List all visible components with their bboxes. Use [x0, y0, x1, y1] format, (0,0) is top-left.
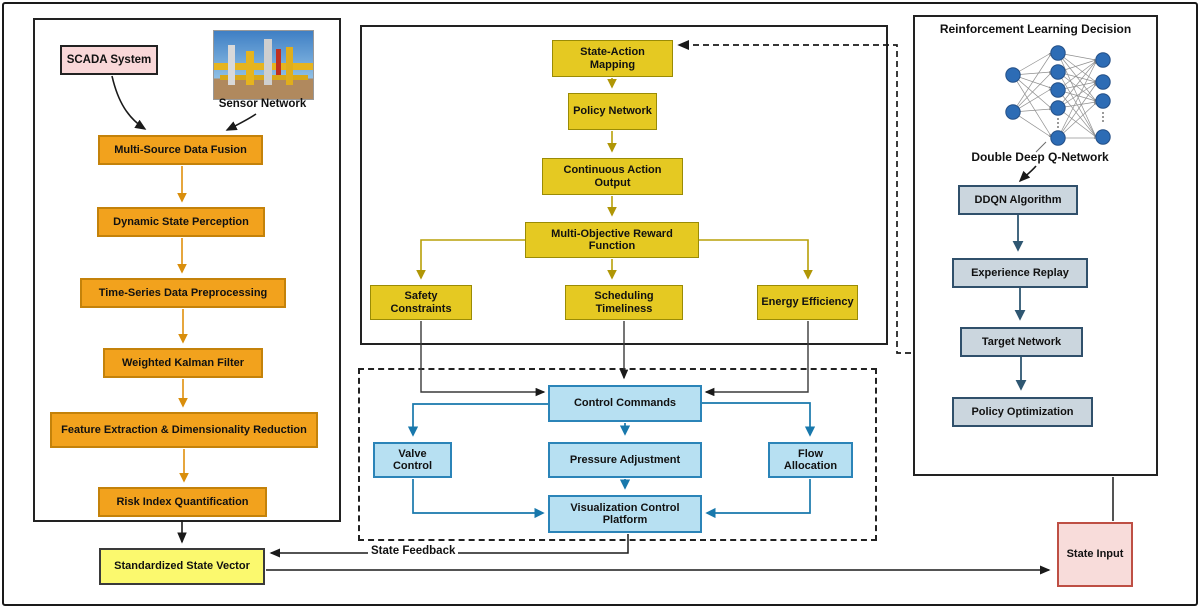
state-action-mapping-box: State-Action Mapping — [552, 40, 673, 77]
pressure-adjustment-box: Pressure Adjustment — [548, 442, 702, 478]
continuous-action-output-box: Continuous Action Output — [542, 158, 683, 195]
state-feedback-label: State Feedback — [368, 545, 459, 557]
valve-control-box: Valve Control — [373, 442, 452, 478]
scheduling-timeliness-box: Scheduling Timeliness — [565, 285, 683, 320]
neural-network-graphic — [1005, 45, 1111, 146]
flow-allocation-box: Flow Allocation — [768, 442, 853, 478]
control-commands-box: Control Commands — [548, 385, 702, 422]
safety-constraints-box: Safety Constraints — [370, 285, 472, 320]
visualization-platform-box: Visualization Control Platform — [548, 495, 702, 533]
rl-panel-title: Reinforcement Learning Decision — [939, 22, 1132, 36]
policy-network-box: Policy Network — [568, 93, 657, 130]
risk-index-quantification-box: Risk Index Quantification — [98, 487, 267, 517]
rl-flow-arrows — [1012, 215, 1027, 391]
state-input-box: State Input — [1057, 522, 1133, 587]
rl-decision-panel — [913, 15, 1158, 476]
control-execution-panel — [358, 368, 877, 541]
objective-to-control-lines — [420, 321, 809, 397]
data-perception-panel — [33, 18, 341, 522]
multi-source-data-fusion-box: Multi-Source Data Fusion — [98, 135, 263, 165]
policy-optimization-box: Policy Optimization — [952, 397, 1093, 427]
policy-flow-arrows — [416, 78, 813, 280]
control-flow-arrows — [407, 402, 816, 519]
ddqn-label: Double Deep Q-Network — [971, 150, 1109, 164]
source-arrows — [111, 75, 257, 544]
sensor-network-photo — [213, 30, 314, 100]
feature-extraction-box: Feature Extraction & Dimensionality Redu… — [50, 412, 318, 448]
sensor-network-label: Sensor Network — [218, 98, 307, 110]
perception-flow-arrows — [177, 166, 189, 483]
experience-replay-box: Experience Replay — [952, 258, 1088, 288]
multi-objective-reward-box: Multi-Objective Reward Function — [525, 222, 699, 258]
nn-label-to-ddqn-arrow — [1018, 165, 1037, 183]
target-network-box: Target Network — [960, 327, 1083, 357]
weighted-kalman-filter-box: Weighted Kalman Filter — [103, 348, 263, 378]
energy-efficiency-box: Energy Efficiency — [757, 285, 858, 320]
rl-to-mapping-feedback-line — [677, 39, 911, 354]
standardized-state-vector-box: Standardized State Vector — [99, 548, 265, 585]
time-series-preprocessing-box: Time-Series Data Preprocessing — [80, 278, 286, 308]
scada-system-box: SCADA System — [60, 45, 158, 75]
ddqn-algorithm-box: DDQN Algorithm — [958, 185, 1078, 215]
nn-pointer-tick — [1035, 141, 1047, 153]
dynamic-state-perception-box: Dynamic State Perception — [97, 207, 265, 237]
